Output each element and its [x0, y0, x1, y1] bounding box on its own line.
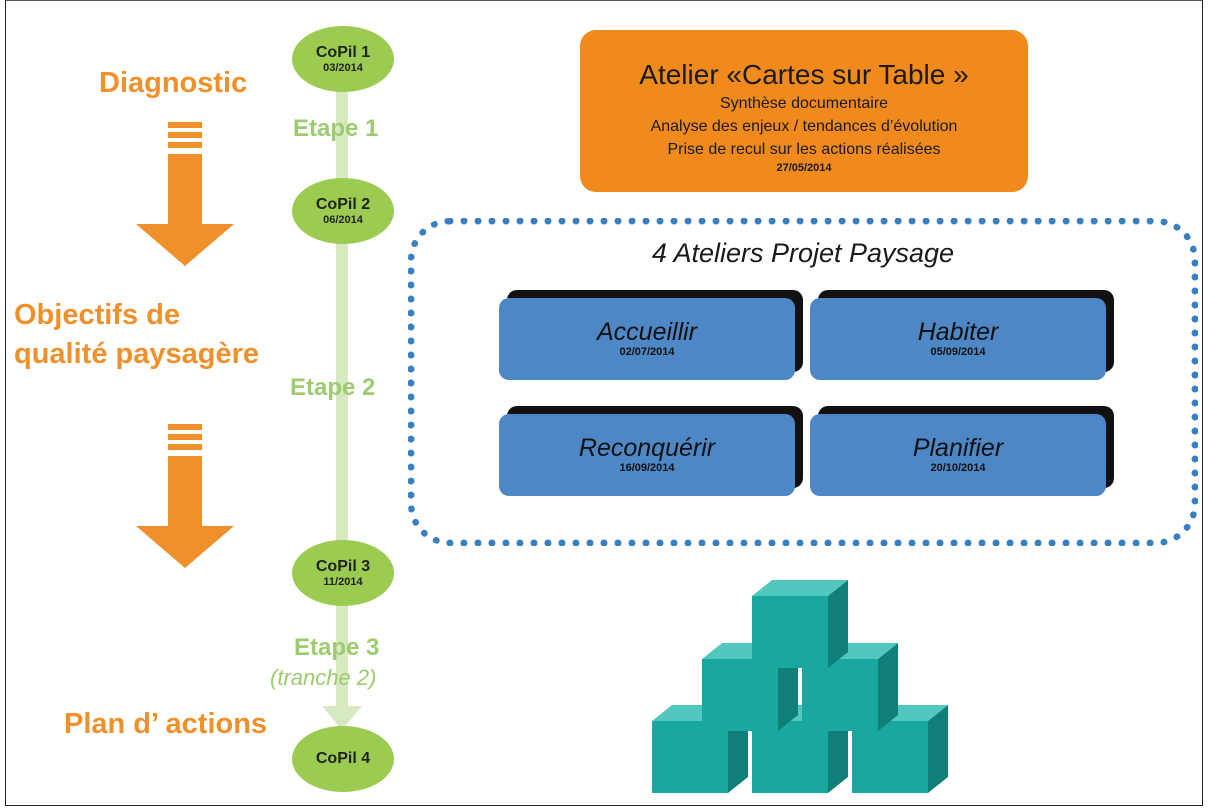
copil-4: CoPil 4	[292, 726, 394, 792]
phase-objectifs-line1: Objectifs de	[14, 299, 180, 331]
workshop-reconquerir: Reconquérir 16/09/2014	[499, 414, 795, 496]
copil-1: CoPil 1 03/2014	[292, 26, 394, 92]
down-arrow-icon	[136, 424, 234, 568]
workshop-date: 02/07/2014	[619, 346, 675, 358]
copil-date: 03/2014	[323, 61, 363, 74]
diagram-frame	[5, 0, 1203, 806]
atelier-date: 27/05/2014	[776, 162, 832, 174]
copil-title: CoPil 3	[315, 557, 371, 575]
atelier-title: Atelier «Cartes sur Table »	[639, 59, 969, 90]
copil-3: CoPil 3 11/2014	[292, 540, 394, 606]
workshop-name: Planifier	[912, 434, 1004, 462]
cube-pyramid-icon	[652, 580, 948, 793]
workshop-habiter: Habiter 05/09/2014	[810, 298, 1106, 380]
ateliers-projet-group	[408, 218, 1198, 546]
atelier-cartes-box: Atelier «Cartes sur Table » Synthèse doc…	[580, 30, 1028, 192]
phase-plan: Plan d’ actions	[64, 708, 268, 740]
workshop-name: Accueillir	[596, 318, 698, 346]
copil-title: CoPil 1	[315, 43, 371, 61]
workshop-planifier: Planifier 20/10/2014	[810, 414, 1106, 496]
etape-3-label: Etape 3	[294, 634, 380, 661]
etape-1-label: Etape 1	[293, 115, 379, 142]
workshop-date: 20/10/2014	[930, 462, 986, 474]
atelier-line: Prise de recul sur les actions réalisées	[667, 141, 941, 158]
atelier-line: Synthèse documentaire	[719, 95, 889, 112]
workshop-accueillir: Accueillir 02/07/2014	[499, 298, 795, 380]
copil-title: CoPil 4	[315, 750, 371, 767]
workshop-name: Reconquérir	[578, 434, 716, 462]
phase-diagnostic: Diagnostic	[99, 67, 248, 99]
atelier-line: Analyse des enjeux / tendances d’évoluti…	[650, 118, 958, 135]
down-arrow-icon	[136, 122, 234, 266]
copil-date: 11/2014	[323, 575, 363, 588]
ateliers-projet-title: 4 Ateliers Projet Paysage	[651, 238, 955, 268]
workshop-date: 16/09/2014	[619, 462, 675, 474]
phase-objectifs-line2: qualité paysagère	[14, 338, 259, 370]
workshop-name: Habiter	[917, 318, 999, 346]
copil-date: 06/2014	[323, 213, 363, 226]
etape-2-label: Etape 2	[290, 374, 376, 401]
copil-title: CoPil 2	[315, 195, 371, 213]
workshop-date: 05/09/2014	[930, 346, 986, 358]
copil-2: CoPil 2 06/2014	[292, 178, 394, 244]
etape-3-sublabel: (tranche 2)	[270, 665, 377, 690]
